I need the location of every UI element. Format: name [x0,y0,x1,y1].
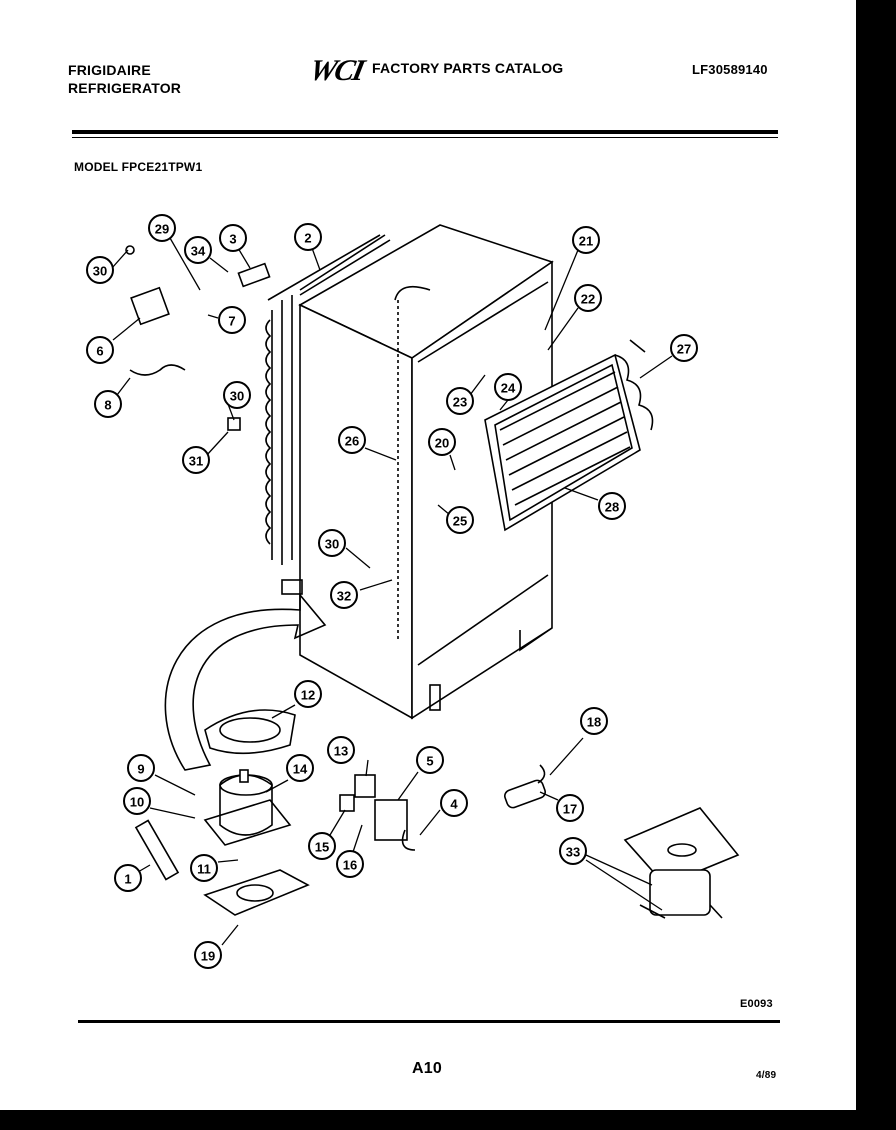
callout-23: 23 [446,387,474,415]
callout-label: 31 [189,454,203,469]
electrical-parts [339,774,416,851]
callout-label: 29 [155,222,169,237]
small-parts-top-left [125,245,271,431]
callout-label: 21 [579,234,593,249]
evaporator-drawing [484,339,654,532]
callout-4: 4 [440,789,468,817]
callout-11: 11 [190,854,218,882]
callout-30: 30 [318,529,346,557]
drain-pan-drawing [204,709,296,755]
callout-8: 8 [94,390,122,418]
header-rule-thin [72,137,778,138]
callout-label: 16 [343,858,357,873]
product-type: REFRIGERATOR [68,80,182,96]
callout-label: 28 [605,500,619,515]
callout-9: 9 [127,754,155,782]
model-number: MODEL FPCE21TPW1 [74,160,203,174]
callout-label: 18 [587,715,601,730]
callout-33: 33 [559,837,587,865]
callout-label: 2 [304,231,311,246]
callout-label: 17 [563,802,577,817]
callout-label: 27 [677,342,691,357]
callout-21: 21 [572,226,600,254]
callout-label: 26 [345,434,359,449]
callout-label: 22 [581,292,595,307]
exploded-parts-diagram: 3029343221222776830312624232025283032129… [86,214,740,969]
catalog-part-number: LF30589140 [692,62,768,77]
callout-label: 20 [435,436,449,451]
callout-24: 24 [494,373,522,401]
callout-label: 32 [337,589,351,604]
callout-1: 1 [114,864,142,892]
callout-label: 23 [453,395,467,410]
callout-label: 1 [124,872,131,887]
callout-3: 3 [219,224,247,252]
callout-12: 12 [294,680,322,708]
callout-29: 29 [148,214,176,242]
callout-label: 8 [104,398,111,413]
callout-20: 20 [428,428,456,456]
callout-17: 17 [556,794,584,822]
callout-label: 30 [93,264,107,279]
callout-label: 19 [201,949,215,964]
callout-5: 5 [416,746,444,774]
callout-label: 10 [130,795,144,810]
callout-label: 4 [450,797,458,812]
start-capacitor-drawing [504,764,546,809]
callout-18: 18 [580,707,608,735]
callout-label: 25 [453,514,467,529]
callout-label: 15 [315,840,329,855]
callout-label: 5 [426,754,433,769]
page-number: A10 [412,1060,442,1077]
callout-34: 34 [184,236,212,264]
callout-30: 30 [223,381,251,409]
header-rule-thick [72,130,778,134]
cabinet-drawing [298,224,554,720]
drawing-code: E0093 [740,998,773,1010]
callout-30: 30 [86,256,114,284]
callout-27: 27 [670,334,698,362]
callout-label: 6 [96,344,103,359]
revision-date: 4/89 [756,1070,777,1081]
callout-7: 7 [218,306,246,334]
callout-label: 3 [229,232,236,247]
callout-label: 30 [230,389,244,404]
callout-26: 26 [338,426,366,454]
callout-13: 13 [327,736,355,764]
callout-31: 31 [182,446,210,474]
callout-label: 14 [293,762,308,777]
callout-10: 10 [123,787,151,815]
callout-32: 32 [330,581,358,609]
callout-label: 33 [566,845,580,860]
capillary-drier-drawing [134,819,180,881]
base-bracket-drawing [203,869,310,916]
callout-label: 34 [191,244,206,259]
compressor-drawing [203,769,292,846]
callout-19: 19 [194,941,222,969]
callout-16: 16 [336,850,364,878]
callout-label: 9 [137,762,144,777]
footer-rule [78,1020,780,1023]
brand-name: FRIGIDAIRE [68,62,151,78]
callout-15: 15 [308,832,336,860]
leader-lines [111,237,673,946]
fan-motor-drawing [623,807,740,919]
callout-label: 30 [325,537,339,552]
callout-25: 25 [446,506,474,534]
catalog-page: FRIGIDAIRE REFRIGERATOR WCI FACTORY PART… [0,0,856,1110]
callout-2: 2 [294,223,322,251]
callout-6: 6 [86,336,114,364]
callout-14: 14 [286,754,314,782]
callout-label: 13 [334,744,348,759]
condenser-coils [265,234,391,595]
callout-22: 22 [574,284,602,312]
callout-label: 7 [228,314,235,329]
callout-label: 12 [301,688,315,703]
callout-label: 24 [501,381,516,396]
direction-arrow [164,592,327,771]
callout-28: 28 [598,492,626,520]
callout-label: 11 [197,862,211,877]
catalog-title: FACTORY PARTS CATALOG [372,60,564,76]
